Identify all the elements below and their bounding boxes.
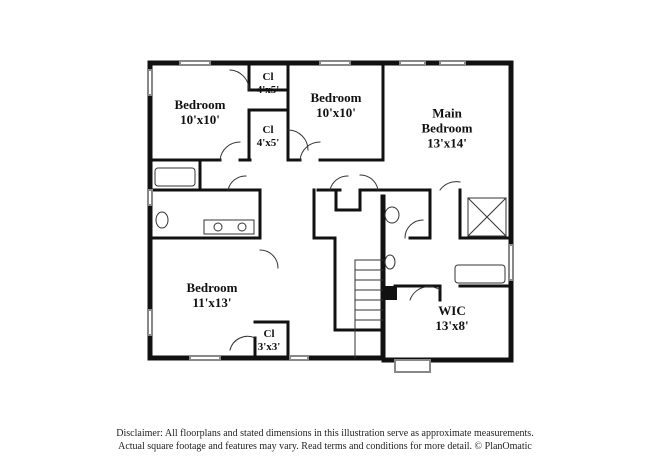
room-dim: 10'x10' <box>180 112 220 127</box>
walls <box>147 60 514 373</box>
room-name: WIC <box>438 303 466 318</box>
room-dim: 3'x3' <box>257 341 281 353</box>
room-dim: 11'x13' <box>192 295 232 310</box>
room-name: Bedroom <box>310 90 362 105</box>
room-name: Main Bedroom <box>421 105 473 136</box>
disclaimer-line-1: Disclaimer: All floorplans and stated di… <box>116 428 534 439</box>
room-name: Bedroom <box>186 280 238 295</box>
room-dim: 13'x14' <box>427 135 467 151</box>
room-dim: 4'x5' <box>256 84 280 96</box>
room-name: Cl <box>263 328 275 340</box>
disclaimer-line-2: Actual square footage and features may v… <box>118 441 532 452</box>
room-name: Cl <box>262 124 274 136</box>
room-dim: 10'x10' <box>316 105 356 120</box>
room-dim: 13'x8' <box>435 318 469 333</box>
room-name: Bedroom <box>174 97 226 112</box>
room-name: Cl <box>262 71 274 83</box>
room-dim: 4'x5' <box>256 137 280 149</box>
